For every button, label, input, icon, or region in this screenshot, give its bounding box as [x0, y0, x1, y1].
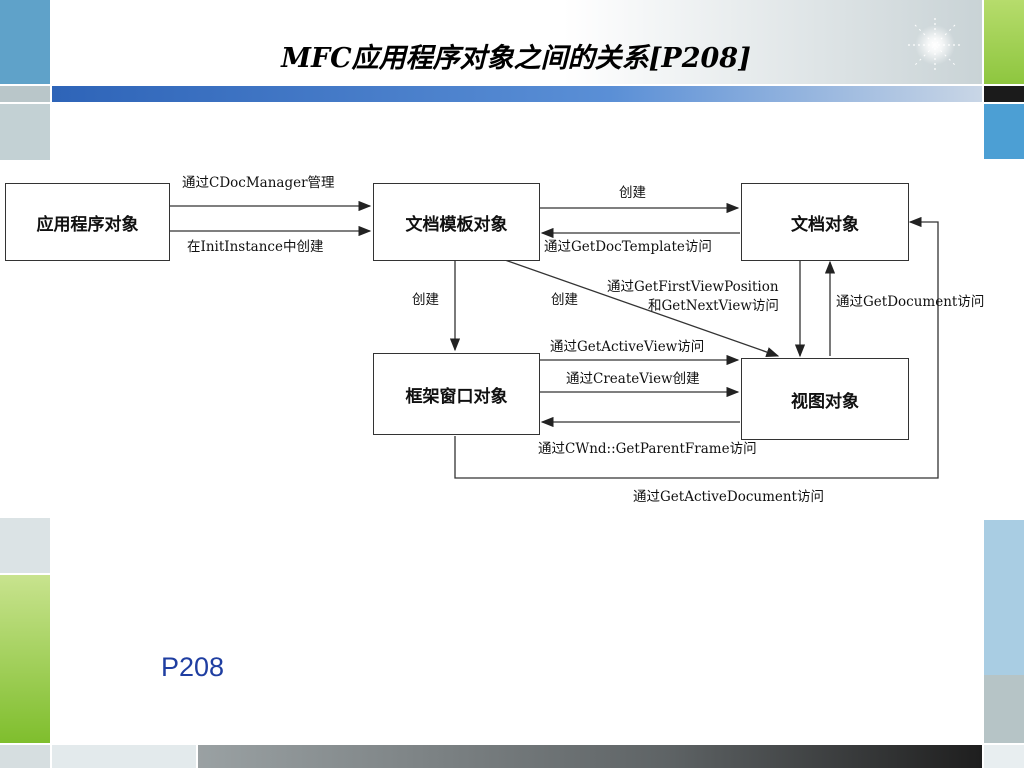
right-tile-gray — [984, 675, 1024, 743]
bottom-bar-light — [52, 745, 196, 768]
left-tile-gray-1 — [0, 86, 52, 102]
diagram-connectors — [170, 200, 939, 479]
right-tile-dark — [984, 86, 1024, 102]
label-create-document: 创建 — [619, 185, 646, 201]
label-getactiveview: 通过GetActiveView访问 — [550, 339, 705, 355]
node-document-object: 文档对象 — [741, 183, 909, 261]
sparkle-decoration — [900, 12, 970, 82]
label-getdocument: 通过GetDocument访问 — [836, 294, 985, 310]
left-tile-bottom — [0, 745, 52, 768]
title-banner — [52, 0, 982, 84]
bottom-bar-gradient — [198, 745, 982, 768]
label-create-frame: 创建 — [412, 292, 439, 308]
label-getactivedocument: 通过GetActiveDocument访问 — [633, 489, 824, 505]
left-tile-green — [0, 575, 52, 743]
right-tile-bottom — [984, 745, 1024, 768]
left-tile-gray-2 — [0, 104, 52, 164]
label-cdocmanager: 通过CDocManager管理 — [182, 175, 335, 191]
node-doc-template-object: 文档模板对象 — [373, 183, 540, 261]
slide-title: MFC应用程序对象之间的关系[P208] — [281, 43, 751, 74]
label-getnextview: 和GetNextView访问 — [648, 298, 779, 314]
right-tile-blue-1 — [984, 104, 1024, 159]
node-application-object: 应用程序对象 — [5, 183, 170, 261]
title-divider-bar — [52, 86, 982, 102]
label-getfirstviewposition: 通过GetFirstViewPosition — [607, 279, 779, 295]
node-view-object: 视图对象 — [741, 358, 909, 440]
left-tile-gray-3 — [0, 518, 52, 573]
label-create-view: 创建 — [551, 292, 578, 308]
right-tile-green-top — [984, 0, 1024, 84]
relationship-diagram: 应用程序对象 文档模板对象 文档对象 框架窗口对象 视图对象 通过CDocMan… — [0, 160, 1024, 518]
label-getparentframe: 通过CWnd::GetParentFrame访问 — [538, 441, 757, 457]
right-tile-blue-2 — [984, 518, 1024, 675]
label-getdoctemplate: 通过GetDocTemplate访问 — [544, 239, 712, 255]
left-tile-blue-top — [0, 0, 52, 84]
label-createview: 通过CreateView创建 — [566, 371, 700, 387]
label-initinstance: 在InitInstance中创建 — [187, 239, 324, 255]
node-frame-window-object: 框架窗口对象 — [373, 353, 540, 435]
page-reference-text: P208 — [161, 652, 225, 682]
